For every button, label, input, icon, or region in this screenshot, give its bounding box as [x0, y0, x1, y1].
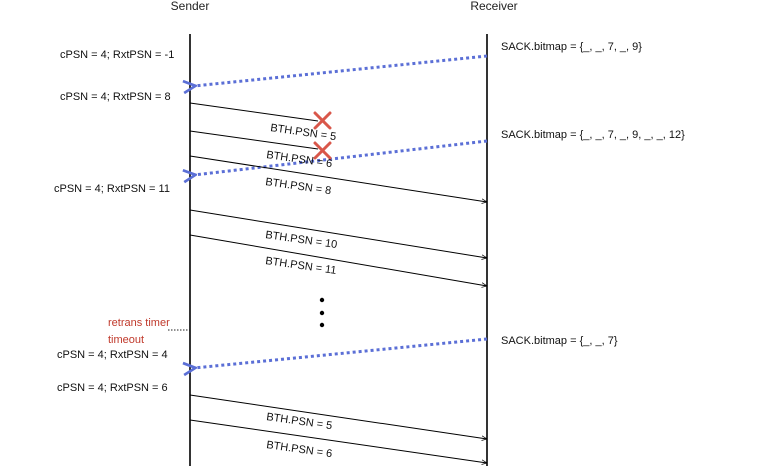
packet-arrow	[189, 209, 487, 258]
retrans-timer-label: timeout	[108, 334, 144, 346]
sender-state-label: cPSN = 4; RxtPSN = 11	[54, 183, 170, 195]
sack-bitmap-label: SACK.bitmap = {_, _, 7}	[501, 335, 618, 347]
sender-state-label: cPSN = 4; RxtPSN = 6	[57, 382, 168, 394]
sack-bitmap-label: SACK.bitmap = {_, _, 7, _, 9}	[501, 41, 642, 53]
sack-arrow	[194, 337, 488, 368]
receiver-lane-title: Receiver	[470, 0, 517, 13]
sender-state-label: cPSN = 4; RxtPSN = -1	[60, 49, 174, 61]
packet-arrow	[189, 419, 487, 463]
sack-arrow	[194, 139, 488, 175]
packet-label: BTH.PSN = 6	[266, 439, 333, 460]
packet-label: BTH.PSN = 8	[265, 176, 332, 197]
loss-x-icon	[313, 141, 332, 160]
loss-x-icon	[313, 111, 332, 130]
packet-arrow	[189, 234, 487, 286]
sender-state-label: cPSN = 4; RxtPSN = 4	[57, 349, 168, 361]
sack-bitmap-label: SACK.bitmap = {_, _, 7, _, 9, _, _, 12}	[501, 129, 685, 141]
lost-packet-arrow	[189, 102, 319, 122]
retrans-timer-label: retrans timer	[108, 317, 170, 329]
lost-packet-arrow	[189, 130, 319, 150]
sender-state-label: cPSN = 4; RxtPSN = 8	[60, 91, 171, 103]
packet-arrow	[189, 155, 487, 202]
packet-arrow	[189, 394, 487, 439]
continuation-ellipsis	[319, 297, 325, 328]
sender-lane-title: Sender	[171, 0, 210, 13]
sack-arrow	[194, 54, 488, 86]
